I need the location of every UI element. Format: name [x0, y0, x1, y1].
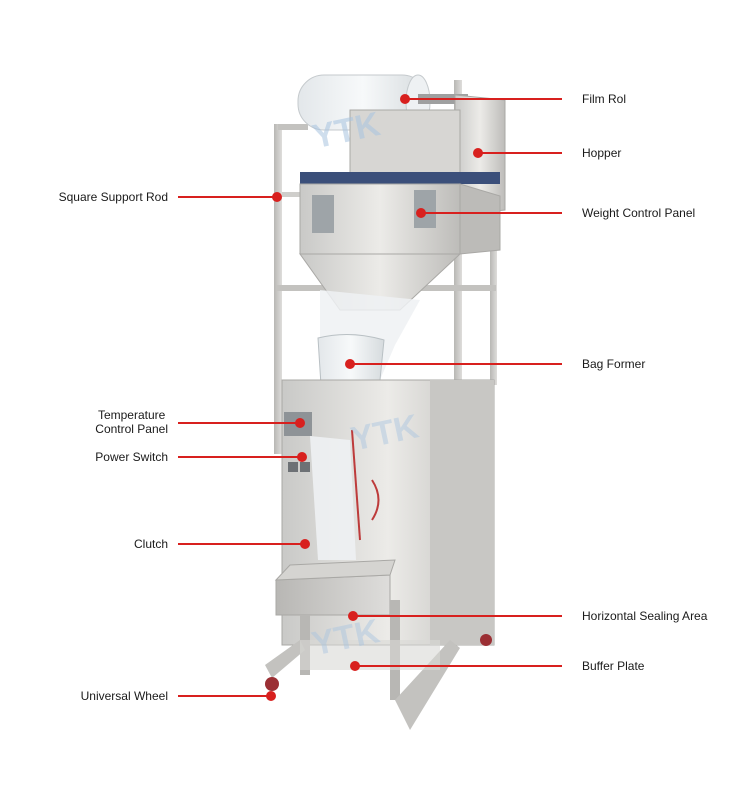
label-square-support-rod: Square Support Rod — [58, 190, 168, 204]
label-hopper: Hopper — [582, 146, 622, 160]
callouts — [178, 94, 562, 701]
label-power-switch: Power Switch — [95, 450, 168, 464]
label-temperature-line2: Control Panel — [95, 422, 168, 436]
label-universal-wheel: Universal Wheel — [80, 689, 168, 703]
label-clutch: Clutch — [133, 537, 168, 551]
label-film-roll: Film Rol — [582, 92, 626, 106]
label-horizontal-sealing-area: Horizontal Sealing Area — [582, 609, 708, 623]
label-temperature-control-panel: Temperature Control Panel — [95, 408, 168, 436]
label-weight-control-panel: Weight Control Panel — [582, 206, 696, 220]
label-buffer-plate: Buffer Plate — [582, 659, 645, 673]
sealing-tray — [274, 559, 396, 616]
label-bag-former: Bag Former — [582, 357, 646, 371]
label-temperature-line1: Temperature — [97, 408, 166, 422]
